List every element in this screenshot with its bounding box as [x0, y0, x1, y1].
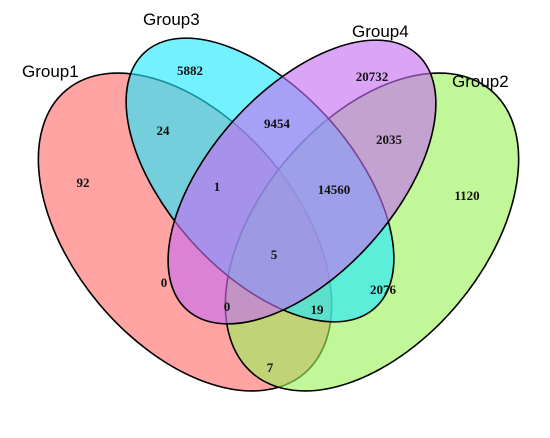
label-group2: Group2: [452, 72, 509, 91]
region-g1-g2: 7: [267, 360, 274, 375]
region-g3-only: 5882: [177, 63, 203, 78]
region-all: 5: [271, 247, 278, 262]
region-g1-g4: 0: [161, 275, 168, 290]
ellipse-group4: [167, 39, 437, 325]
region-g2-g4: 2035: [376, 132, 403, 147]
region-g3-g4: 9454: [264, 116, 291, 131]
region-g2-g3-g4: 14560: [318, 182, 351, 197]
region-g1-g2-g3: 19: [311, 302, 325, 317]
region-g1-g3-g4: 1: [214, 179, 221, 194]
region-g2-only: 1120: [454, 188, 479, 203]
label-group1: Group1: [22, 62, 79, 81]
region-g4-only: 20732: [356, 69, 389, 84]
region-g2-g3: 2076: [370, 282, 397, 297]
label-group4: Group4: [352, 22, 409, 41]
region-g1-g3: 24: [157, 123, 171, 138]
label-group3: Group3: [143, 10, 200, 29]
region-g1-only: 92: [77, 175, 90, 190]
region-g1-g2-g4: 0: [224, 299, 231, 314]
